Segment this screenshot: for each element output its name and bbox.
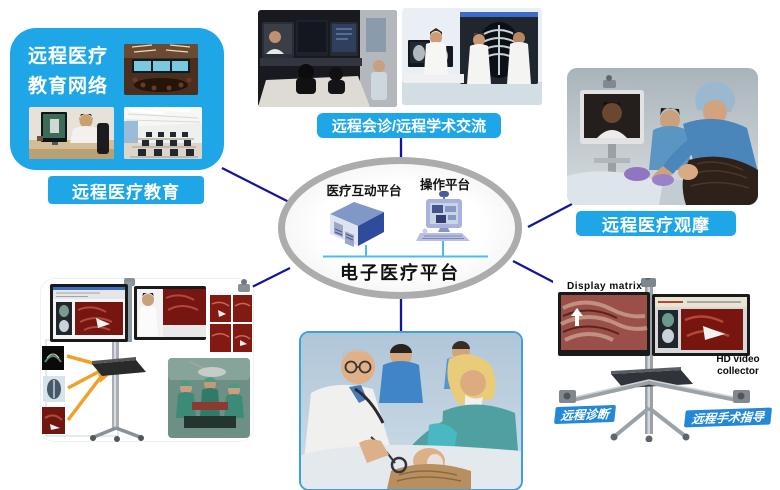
remote-guidance-card: Display matrix HD video collector 远程诊断 远… — [553, 278, 773, 442]
interactive-platform-label: 医疗互动平台 — [326, 184, 402, 198]
xray-review-photo — [402, 8, 542, 105]
platform-title: 电子医疗平台 — [340, 263, 460, 283]
platform-network-lines — [323, 241, 488, 258]
operation-platform-label: 操作平台 — [419, 178, 470, 192]
emergency-room-photo — [299, 331, 523, 490]
server-icon — [328, 198, 386, 248]
connector-education — [221, 166, 290, 204]
dual-monitor-cart-art — [558, 278, 750, 442]
platform-ellipse — [278, 157, 522, 299]
education-network-title-line2: 教育网络 — [28, 76, 109, 98]
telepresence-room-photo — [258, 10, 397, 107]
consultation-caption: 远程会诊/远程学术交流 — [317, 113, 501, 138]
classroom-photo — [124, 107, 202, 159]
observation-caption: 远程医疗观摩 — [576, 211, 736, 236]
workstation-icon — [412, 191, 472, 243]
education-network-title: 远程医疗 教育网络 — [28, 42, 128, 103]
desk-workstation-photo — [29, 107, 114, 159]
hd-video-collector-line1: HD video — [716, 354, 760, 365]
education-caption: 远程医疗教育 — [48, 176, 204, 204]
hd-video-collector-label: HD video collector — [711, 354, 765, 378]
education-network-card: 远程医疗 教育网络 — [10, 28, 224, 170]
surgery-guidance-caption: 远程手术指导 — [683, 407, 773, 428]
display-matrix-label: Display matrix — [567, 281, 643, 292]
hd-video-collector-line2: collector — [717, 366, 759, 377]
diagnosis-caption: 远程诊断 — [553, 404, 617, 425]
observation-photo — [567, 68, 758, 205]
surgery-collage — [40, 278, 254, 442]
education-network-title-line1: 远程医疗 — [28, 46, 109, 67]
connector-surgery — [251, 266, 291, 289]
conference-room-photo — [124, 44, 198, 95]
connector-observation — [527, 202, 573, 229]
surgery-collage-art — [42, 278, 252, 442]
